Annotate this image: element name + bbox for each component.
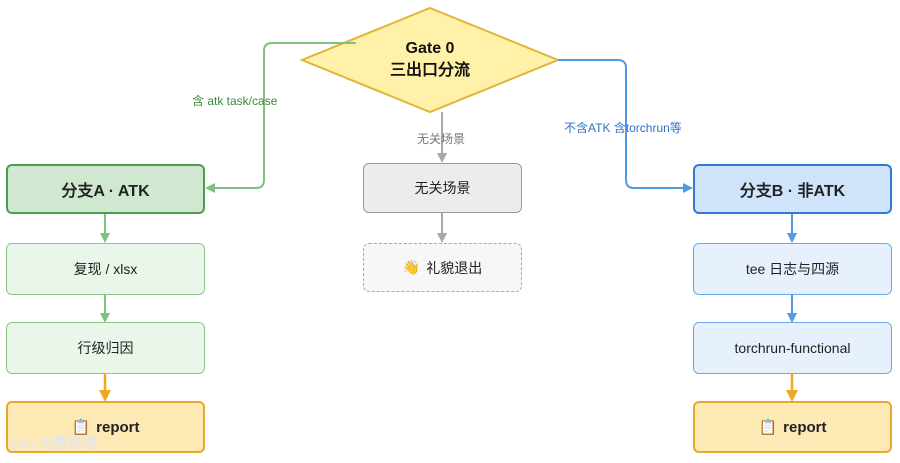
branch-b-title: 分支B · 非ATK — [693, 164, 892, 214]
middle-polite-exit-label: 礼貌退出 — [426, 259, 483, 276]
branch-a-title: 分支A · ATK — [6, 164, 205, 214]
branch-b-report: 📋 report — [693, 401, 892, 453]
watermark-text: 大数跨境 — [37, 435, 98, 452]
branch-a-step-reproduce: 复现 / xlsx — [6, 243, 205, 295]
branch-b-report-label: report — [783, 418, 827, 436]
middle-unrelated-scenario: 无关场景 — [363, 163, 522, 213]
clipboard-icon: 📋 — [758, 419, 778, 436]
branch-a-step-attribution: 行级归因 — [6, 322, 205, 374]
gate-subtitle: 三出口分流 — [389, 62, 470, 79]
gate-label: Gate 0 三出口分流 — [350, 30, 510, 90]
branch-b-step-logs: tee 日志与四源 — [693, 243, 892, 295]
branch-a-report-label: report — [96, 418, 140, 436]
clipboard-icon: 📋 — [71, 419, 91, 436]
edge-label-atk: 含 atk task/case — [192, 94, 278, 108]
branch-a-report: 📋 report — [6, 401, 205, 453]
edge-gate-to-branch-b — [558, 59, 693, 193]
middle-polite-exit: 👋 礼貌退出 — [363, 243, 522, 292]
edge-gate-to-branch-a — [205, 42, 356, 193]
edge-label-non-atk: 不含ATK 含torchrun等 — [564, 121, 682, 135]
edge-label-unrelated: 无关场景 — [417, 132, 466, 146]
gate-title: Gate 0 — [405, 40, 455, 57]
branch-b-step-torchrun: torchrun-functional — [693, 322, 892, 374]
watermark: (%) 大数跨境 — [12, 432, 98, 453]
watermark-logo: (%) — [12, 434, 34, 451]
waving-hand-icon: 👋 — [402, 259, 421, 275]
